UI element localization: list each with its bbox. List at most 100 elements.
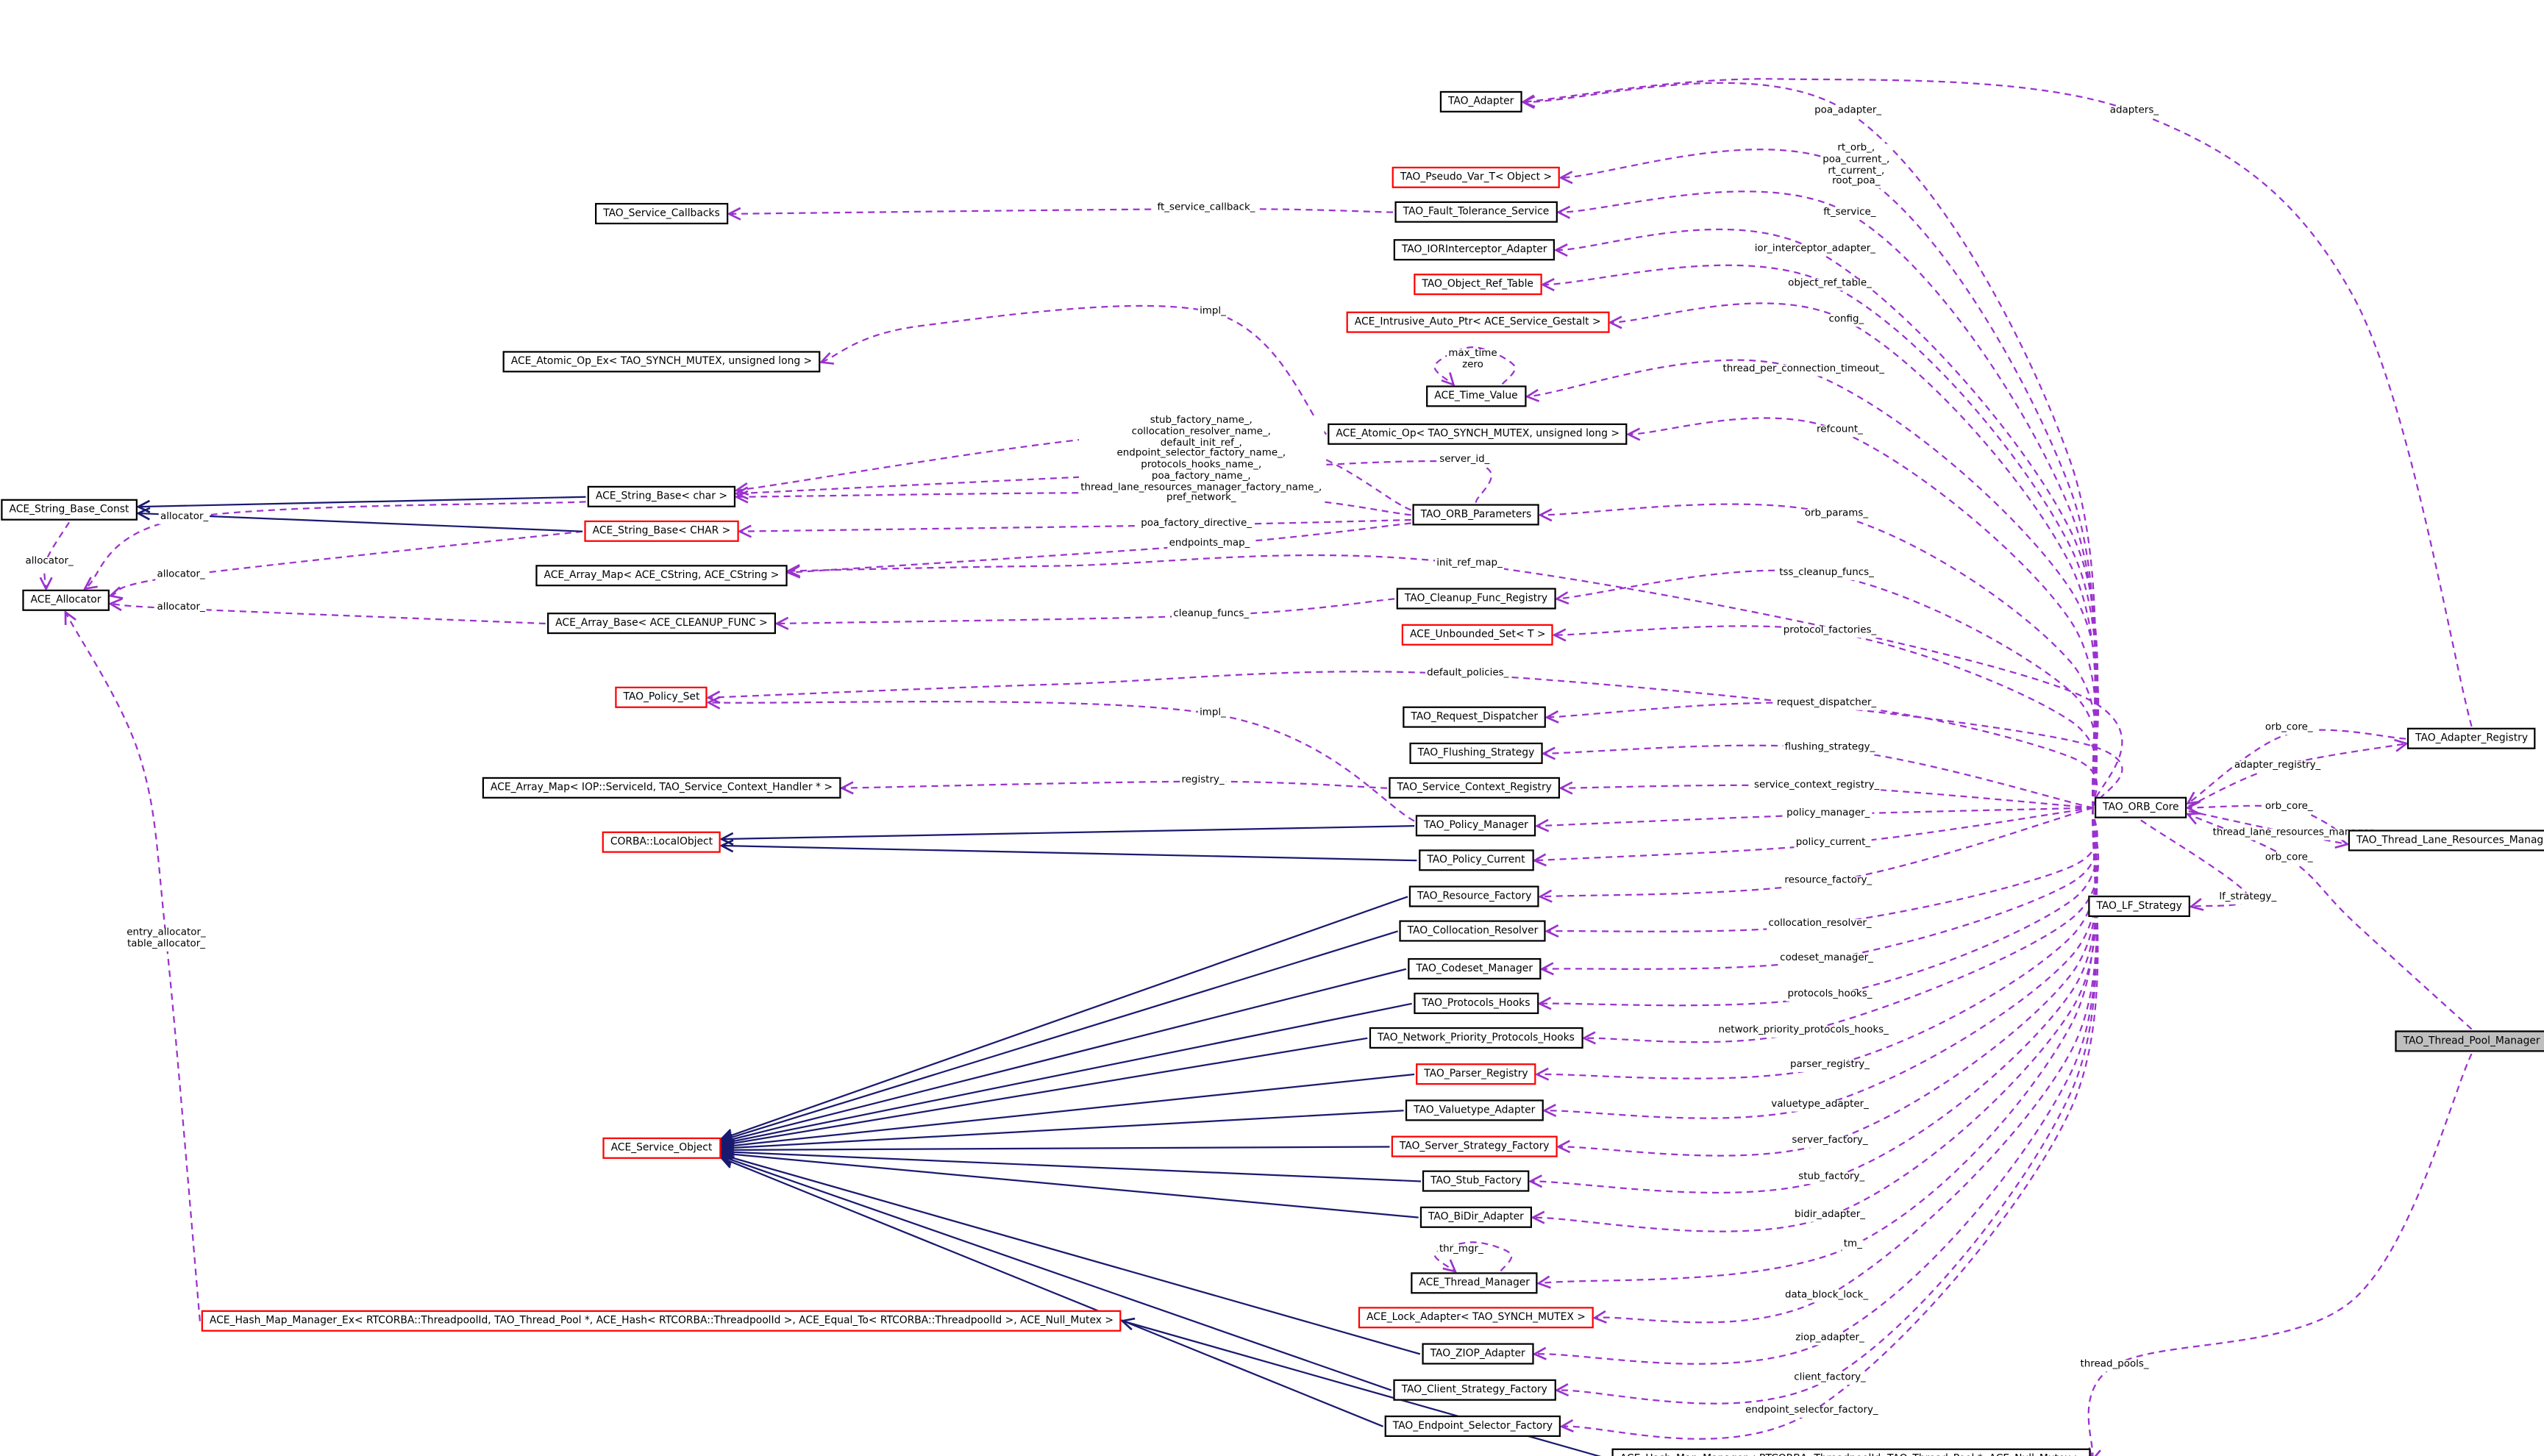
edge-label-flushing_strategy: flushing_strategy_ — [1783, 741, 1877, 754]
class-node-string_base_char[interactable]: ACE_String_Base< char > — [587, 485, 736, 508]
class-node-string_base_const[interactable]: ACE_String_Base_Const — [1, 499, 138, 521]
class-node-policy_set[interactable]: TAO_Policy_Set — [615, 686, 708, 709]
edge-label-line: orb_params_ — [1804, 507, 1869, 520]
class-node-ior_interceptor[interactable]: TAO_IORInterceptor_Adapter — [1393, 239, 1556, 261]
edge-label-line: client_factory_ — [1794, 1371, 1866, 1383]
edge-protocols_hooks-to-service_object — [722, 1002, 1412, 1143]
edge-label-line: collocation_resolver_ — [1768, 917, 1872, 929]
edge-label-endpoints_map: endpoints_map_ — [1167, 538, 1252, 551]
edge-policy_current-to-local_object — [722, 846, 1417, 862]
edge-string_base_char-to-string_base_const — [139, 496, 586, 507]
class-node-intrusive_auto_ptr[interactable]: ACE_Intrusive_Auto_Ptr< ACE_Service_Gest… — [1346, 311, 1609, 334]
edge-label-line: default_init_ref_, — [1160, 436, 1242, 449]
edge-orb_core-to-object_ref_table — [1544, 264, 2098, 808]
class-node-collocation_resolver[interactable]: TAO_Collocation_Resolver — [1399, 920, 1547, 943]
class-node-allocator[interactable]: ACE_Allocator — [22, 589, 110, 612]
edge-label-line: poa_factory_name_, — [1151, 470, 1251, 482]
edge-orb_core-to-network_priority_protocols_hooks — [1585, 807, 2100, 1043]
edge-label-line: thread_per_connection_timeout_ — [1722, 363, 1884, 375]
edge-label-line: stub_factory_name_, — [1150, 414, 1253, 427]
class-node-service_context_registry[interactable]: TAO_Service_Context_Registry — [1389, 777, 1561, 799]
class-node-thread_lane_resources_manager[interactable]: TAO_Thread_Lane_Resources_Manager — [2348, 829, 2544, 852]
class-node-array_map_serviceid[interactable]: ACE_Array_Map< IOP::ServiceId, TAO_Servi… — [482, 777, 841, 799]
class-node-pseudo_var[interactable]: TAO_Pseudo_Var_T< Object > — [1392, 166, 1561, 189]
class-node-hash_map_manager[interactable]: ACE_Hash_Map_Manager< RTCORBA::Threadpoo… — [1611, 1448, 2091, 1456]
class-node-bidir_adapter[interactable]: TAO_BiDir_Adapter — [1419, 1206, 1533, 1229]
edge-collocation_resolver-to-service_object — [722, 930, 1399, 1140]
class-node-service_callbacks[interactable]: TAO_Service_Callbacks — [595, 202, 728, 225]
class-node-codeset_manager[interactable]: TAO_Codeset_Manager — [1408, 957, 1542, 980]
class-node-policy_manager[interactable]: TAO_Policy_Manager — [1415, 815, 1537, 838]
edge-label-line: ft_service_ — [1823, 207, 1876, 218]
edge-label-line: codeset_manager_ — [1780, 952, 1873, 964]
class-node-service_object[interactable]: ACE_Service_Object — [602, 1137, 721, 1160]
edge-orb_core-to-unbounded_set — [1555, 625, 2098, 808]
edge-label-resource_factory: resource_factory_ — [1783, 875, 1874, 888]
class-node-server_strategy_factory[interactable]: TAO_Server_Strategy_Factory — [1391, 1135, 1558, 1158]
edge-label-line: pref_network_ — [1166, 492, 1236, 504]
edge-thread_pool_manager-to-hash_map_manager — [2087, 1053, 2473, 1456]
edge-client_strategy_factory-to-service_object — [722, 1157, 1392, 1391]
edge-orb_core-to-adapter_registry — [2188, 743, 2406, 807]
edge-label-line: ior_interceptor_adapter_ — [1754, 243, 1876, 254]
class-node-request_dispatcher[interactable]: TAO_Request_Dispatcher — [1403, 706, 1547, 729]
class-node-policy_current[interactable]: TAO_Policy_Current — [1419, 849, 1533, 872]
class-node-valuetype_adapter[interactable]: TAO_Valuetype_Adapter — [1405, 1099, 1544, 1122]
class-node-hash_map_manager_ex[interactable]: ACE_Hash_Map_Manager_Ex< RTCORBA::Thread… — [201, 1310, 1122, 1332]
class-node-parser_registry[interactable]: TAO_Parser_Registry — [1416, 1063, 1536, 1085]
class-node-time_value[interactable]: ACE_Time_Value — [1426, 385, 1526, 408]
class-node-object_ref_table[interactable]: TAO_Object_Ref_Table — [1414, 274, 1542, 296]
class-node-string_base_CHAR[interactable]: ACE_String_Base< CHAR > — [584, 520, 739, 543]
edge-orb_core-to-cleanup_func_registry — [1558, 569, 2098, 808]
class-node-adapter_registry[interactable]: TAO_Adapter_Registry — [2406, 727, 2537, 750]
edge-label-line: rt_orb_, — [1837, 142, 1875, 154]
class-node-flushing_strategy[interactable]: TAO_Flushing_Strategy — [1409, 742, 1543, 765]
edge-adapter_registry-to-adapter — [1524, 78, 2473, 727]
class-node-array_base_cleanup[interactable]: ACE_Array_Base< ACE_CLEANUP_FUNC > — [546, 613, 776, 635]
edge-label-line: poa_factory_directive_ — [1141, 517, 1252, 529]
class-node-atomic_op_ex[interactable]: ACE_Atomic_Op_Ex< TAO_SYNCH_MUTEX, unsig… — [502, 351, 821, 374]
edge-label-adapter_registry: adapter_registry_ — [2232, 760, 2323, 773]
edge-label-line: lf_strategy_ — [2219, 891, 2277, 903]
edge-label-codeset_manager: codeset_manager_ — [1778, 952, 1875, 965]
class-node-array_map_cstring[interactable]: ACE_Array_Map< ACE_CString, ACE_CString … — [535, 565, 788, 587]
edge-label-client_factory: client_factory_ — [1792, 1371, 1868, 1385]
class-node-endpoint_selector_factory[interactable]: TAO_Endpoint_Selector_Factory — [1384, 1415, 1561, 1438]
class-node-network_priority_protocols_hooks[interactable]: TAO_Network_Priority_Protocols_Hooks — [1369, 1027, 1583, 1049]
edge-label-policy_current: policy_current_ — [1794, 837, 1873, 850]
class-node-local_object[interactable]: CORBA::LocalObject — [602, 831, 721, 854]
edge-label-tm: tm_ — [1842, 1238, 1864, 1252]
class-node-unbounded_set[interactable]: ACE_Unbounded_Set< T > — [1401, 624, 1554, 646]
edge-label-line: refcount_ — [1817, 424, 1863, 436]
edge-thread_lane_resources_manager-to-orb_core — [2189, 806, 2348, 837]
class-node-thread_manager[interactable]: ACE_Thread_Manager — [1411, 1272, 1539, 1295]
class-node-orb_parameters[interactable]: TAO_ORB_Parameters — [1412, 504, 1540, 527]
class-node-cleanup_func_registry[interactable]: TAO_Cleanup_Func_Registry — [1396, 588, 1556, 610]
edge-label-line: protocols_hooks_ — [1787, 988, 1873, 1000]
class-node-resource_factory[interactable]: TAO_Resource_Factory — [1408, 885, 1540, 908]
class-node-adapter[interactable]: TAO_Adapter — [1439, 90, 1522, 113]
class-node-fault_tolerance[interactable]: TAO_Fault_Tolerance_Service — [1394, 201, 1558, 224]
edge-label-server_id: server_id_ — [1437, 454, 1492, 467]
edge-label-line: bidir_adapter_ — [1794, 1208, 1865, 1221]
edge-label-default_policies: default_policies_ — [1425, 668, 1511, 680]
edge-label-line: flushing_strategy_ — [1784, 741, 1875, 753]
edge-label-endpoint_selector_factory: endpoint_selector_factory_ — [1743, 1405, 1880, 1418]
edge-fault_tolerance-to-service_callbacks — [730, 209, 1393, 214]
class-node-lf_strategy[interactable]: TAO_LF_Strategy — [2088, 895, 2190, 918]
class-node-ziop_adapter[interactable]: TAO_ZIOP_Adapter — [1422, 1343, 1533, 1366]
edge-label-line: cleanup_funcs_ — [1173, 607, 1250, 620]
edge-orb_core-to-collocation_resolver — [1547, 807, 2098, 932]
class-node-protocols_hooks[interactable]: TAO_Protocols_Hooks — [1414, 992, 1539, 1015]
class-node-orb_core[interactable]: TAO_ORB_Core — [2094, 796, 2187, 819]
edge-label-allocator_a: allocator_ — [158, 511, 210, 524]
edge-label-line: adapters_ — [2109, 104, 2159, 116]
class-node-atomic_op[interactable]: ACE_Atomic_Op< TAO_SYNCH_MUTEX, unsigned… — [1328, 423, 1628, 446]
class-node-stub_factory[interactable]: TAO_Stub_Factory — [1422, 1170, 1530, 1193]
class-node-lock_adapter[interactable]: ACE_Lock_Adapter< TAO_SYNCH_MUTEX > — [1358, 1307, 1595, 1330]
class-node-client_strategy_factory[interactable]: TAO_Client_Strategy_Factory — [1393, 1379, 1556, 1402]
edge-string_base_CHAR-to-allocator — [111, 530, 583, 596]
edge-label-line: endpoint_selector_factory_name_, — [1116, 448, 1286, 460]
edge-label-line: protocols_hooks_name_, — [1141, 459, 1262, 471]
